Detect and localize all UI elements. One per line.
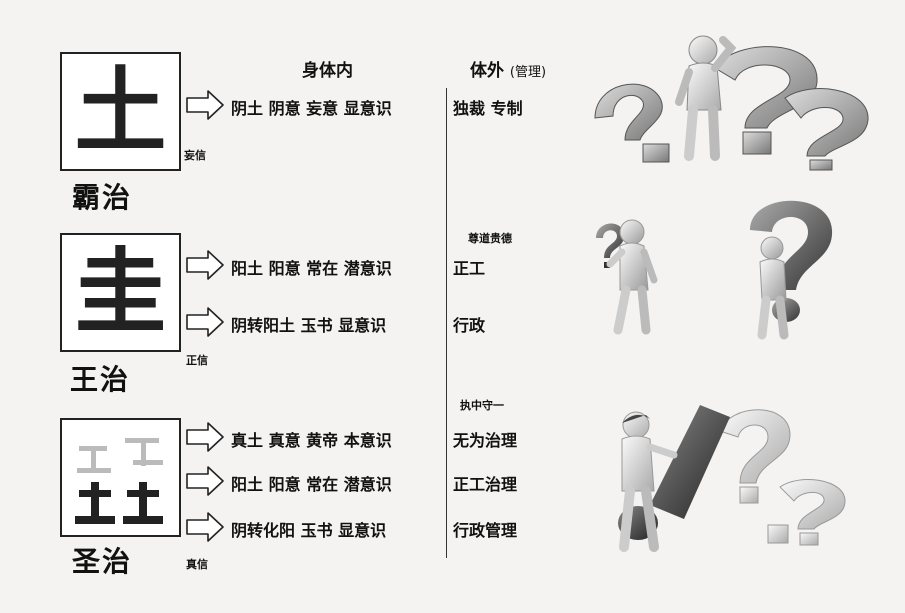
virtue-label-3: 执中守一	[460, 399, 504, 412]
column-header-outer-note: (管理)	[509, 65, 547, 80]
outer-text-2-2: 行政	[453, 316, 486, 335]
right-arrow-icon	[186, 250, 224, 280]
inner-text-3-3: 阴转化阳 玉书 显意识	[231, 521, 387, 540]
inner-text-3-1: 真土 真意 黄帝 本意识	[231, 431, 392, 450]
glyph-box-2: 圭	[60, 233, 181, 352]
glyph-1: 土	[74, 57, 167, 165]
outer-text-1-1: 独裁 专制	[453, 99, 523, 118]
right-arrow-icon	[186, 307, 224, 337]
inner-text-1-1: 阴土 阴意 妄意 显意识	[231, 99, 392, 118]
right-arrow-icon	[186, 422, 224, 452]
inner-text-3-2: 阳土 阳意 常在 潜意识	[231, 475, 392, 494]
outer-text-3-2: 正工治理	[453, 475, 518, 494]
glyph-2: 圭	[74, 238, 167, 346]
column-header-outer-label: 体外	[470, 61, 504, 81]
exclamation-figure-icon	[618, 405, 846, 552]
outer-text-2-1: 正工	[453, 259, 486, 278]
outer-text-3-1: 无为治理	[453, 431, 518, 450]
glyph-box-3	[60, 418, 181, 537]
section-title-3: 圣治	[72, 545, 133, 578]
outer-text-3-3: 行政管理	[453, 521, 518, 540]
column-header-outer: 体外 (管理)	[470, 56, 546, 81]
belief-label-1: 妄信	[184, 149, 206, 162]
belief-label-3: 真信	[186, 558, 208, 571]
inner-text-2-2: 阴转阳土 玉书 显意识	[231, 316, 387, 335]
right-arrow-icon	[186, 512, 224, 542]
sage-glyph-icon	[74, 437, 163, 524]
glyph-box-1: 土	[60, 52, 181, 171]
question-mark-figure-icon	[594, 35, 869, 171]
column-divider	[446, 88, 447, 558]
right-arrow-icon	[186, 90, 224, 120]
section-title-2: 王治	[70, 363, 131, 396]
column-header-inner: 身体内	[302, 61, 353, 81]
right-arrow-icon	[186, 466, 224, 496]
virtue-label-2: 尊道贵德	[468, 232, 512, 245]
question-mark-figure-icon	[596, 200, 833, 340]
belief-label-2: 正信	[186, 354, 208, 367]
section-title-1: 霸治	[72, 181, 133, 214]
inner-text-2-1: 阳土 阳意 常在 潜意识	[231, 259, 392, 278]
